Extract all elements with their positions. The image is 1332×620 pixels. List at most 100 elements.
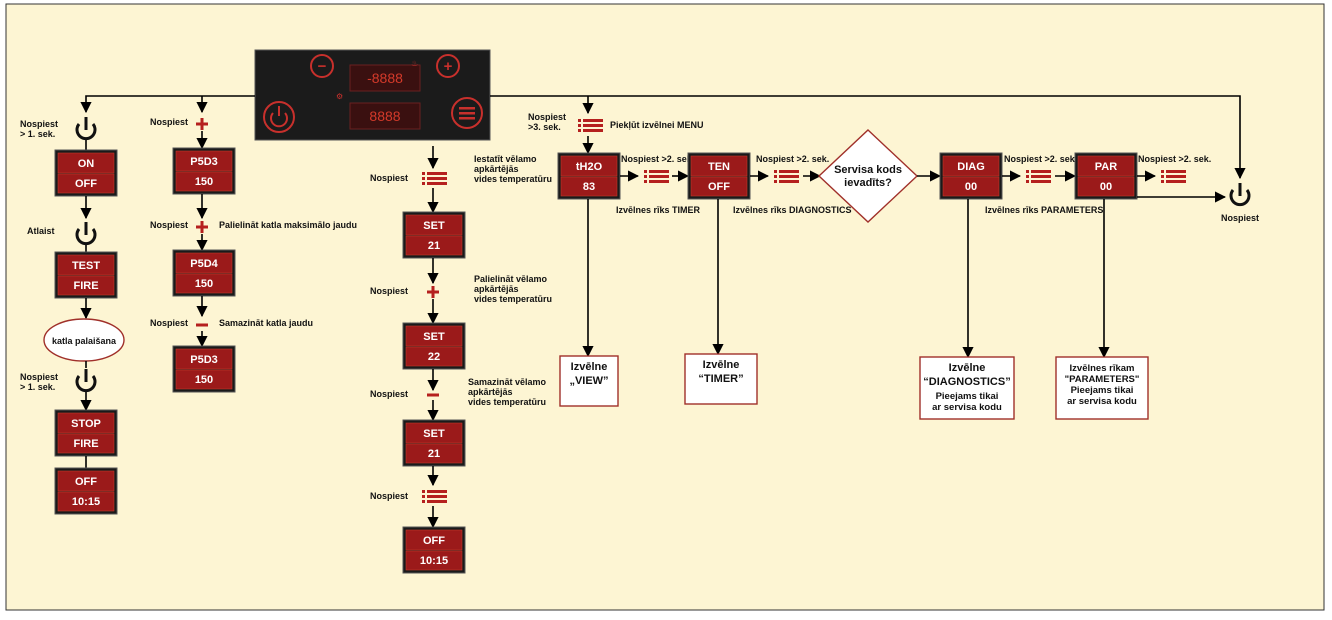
diagram-background <box>5 3 1325 611</box>
col1-press-label-line: Nospiest <box>20 119 58 129</box>
col1-display-stop: STOP FIRE <box>54 409 118 457</box>
col2-plus-icon-2 <box>196 221 208 233</box>
box-parameters-line: Izvēlnes rīkam <box>1070 363 1135 374</box>
col3-display-off-bottom: 10:15 <box>420 555 448 567</box>
col3-menu-icon-1 <box>422 172 447 185</box>
box-view-line: „VIEW” <box>569 375 608 387</box>
panel-display-bottom-value: 8888 <box>369 108 400 124</box>
menu-display-diag: DIAG 00 <box>939 152 1003 200</box>
col1-display-off-top: OFF <box>75 476 97 488</box>
col1-press2-label-line: Nospiest <box>20 372 58 382</box>
box-diagnostics-line: “DIAGNOSTICS” <box>923 376 1010 388</box>
col3-display-set-22: SET 22 <box>402 322 466 370</box>
col3-inc-text-line: vides temperatūru <box>474 294 552 304</box>
menu-press-a-label: Nospiest >2. sek. <box>621 154 694 164</box>
col1-display-test: TEST FIRE <box>54 251 118 299</box>
col2-display-3-top: P5D3 <box>190 354 218 366</box>
panel-minus-symbol: − <box>318 58 327 75</box>
box-diagnostics-line: Izvēlne <box>949 362 986 374</box>
col1-display-stop-top: STOP <box>71 418 101 430</box>
menu-power-icon <box>1229 183 1251 207</box>
col1-display-stop-bottom: FIRE <box>73 438 98 450</box>
box-parameters-line: "PARAMETERS" <box>1065 374 1140 385</box>
col1-display-test-top: TEST <box>72 260 100 272</box>
menu-display-th2o-top: tH2O <box>576 161 603 173</box>
menu-display-par-bottom: 00 <box>1100 181 1112 193</box>
col1-power-icon-1 <box>75 117 97 141</box>
col3-menu-icon-2 <box>422 490 447 503</box>
panel-power-icon <box>270 112 288 128</box>
menu-display-ten: TEN OFF <box>687 152 751 200</box>
menu-menu-icon-c <box>1026 170 1051 183</box>
col3-inc-text-line: Palielināt vēlamo <box>474 274 548 284</box>
col3-display-set-22-bottom: 22 <box>428 351 440 363</box>
col1-press-label-line: > 1. sek. <box>20 129 55 139</box>
control-panel: − + -8888 8888 ⚙ ♨ <box>254 49 491 141</box>
menu-display-ten-bottom: OFF <box>708 181 730 193</box>
menu-menu-icon-b <box>774 170 799 183</box>
menu-display-diag-bottom: 00 <box>965 181 977 193</box>
menu-timer-tool-label: Izvēlnes rīks TIMER <box>616 205 701 215</box>
col3-press2-label: Nospiest <box>370 286 408 296</box>
panel-display-top-value: -8888 <box>367 70 403 86</box>
menu-display-par-top: PAR <box>1095 161 1117 173</box>
box-parameters-line: ar servisa kodu <box>1067 396 1137 407</box>
col2-press-label: Nospiest <box>150 117 188 127</box>
col3-dec-text-line: apkārtējās <box>468 387 513 397</box>
col2-display-1: P5D3 150 <box>172 147 236 195</box>
decision-diamond <box>817 129 919 223</box>
menu-menu-icon-d <box>1161 170 1186 183</box>
panel-display-top <box>349 64 421 92</box>
box-timer: Izvēlne“TIMER” <box>684 353 758 405</box>
menu-power-press-label: Nospiest <box>1221 213 1259 223</box>
col1-display-off: OFF 10:15 <box>54 467 118 515</box>
col3-display-off-top: OFF <box>423 535 445 547</box>
panel-minus-button[interactable] <box>310 54 334 78</box>
col2-inc-text: Palielināt katla maksimālo jaudu <box>219 220 357 230</box>
panel-plus-button[interactable] <box>436 54 460 78</box>
box-diagnostics-line: Pieejams tikai <box>936 391 999 402</box>
col2-display-1-bottom: 150 <box>195 176 213 188</box>
decision-label-line: ievadīts? <box>844 177 892 189</box>
panel-menu-button[interactable] <box>451 97 483 129</box>
col1-power-icon-2 <box>75 222 97 246</box>
menu-press-label-line: Nospiest <box>528 112 566 122</box>
col3-display-set-22-top: SET <box>423 331 445 343</box>
box-parameters-line: Pieejams tikai <box>1071 385 1134 396</box>
col3-press4-label: Nospiest <box>370 491 408 501</box>
menu-display-th2o-bottom: 83 <box>583 181 595 193</box>
menu-press-label-line: >3. sek. <box>528 122 561 132</box>
menu-access-label: Piekļūt izvēlnei MENU <box>610 120 704 130</box>
box-view-line: Izvēlne <box>571 361 608 373</box>
decision-label-line: Servisa kods <box>834 164 902 176</box>
col3-set-text-line: apkārtējās <box>474 164 519 174</box>
panel-connectors <box>80 95 1246 180</box>
ignition-ellipse <box>43 318 125 362</box>
panel-flame-icon: ♨ <box>411 59 418 68</box>
col2-plus-icon-1 <box>196 118 208 130</box>
col2-inc-press-label: Nospiest <box>150 220 188 230</box>
panel-small-icon: ⚙ <box>336 92 343 101</box>
col1-display-off-bottom: 10:15 <box>72 496 100 508</box>
menu-press-c-label: Nospiest >2. sek. <box>1004 154 1077 164</box>
menu-press-d-label: Nospiest >2. sek. <box>1138 154 1211 164</box>
col2-display-1-top: P5D3 <box>190 156 218 168</box>
col3-display-set-21b-top: SET <box>423 428 445 440</box>
col2-minus-icon <box>196 323 208 327</box>
panel-display-bottom <box>349 102 421 130</box>
col3-display-off: OFF 10:15 <box>402 526 466 574</box>
box-diagnostics-line: ar servisa kodu <box>932 402 1002 413</box>
panel-power-button[interactable] <box>263 101 295 133</box>
col3-press3-label: Nospiest <box>370 389 408 399</box>
menu-menu-icon-a <box>644 170 669 183</box>
menu-display-diag-top: DIAG <box>957 161 985 173</box>
ignition-label: katla palaišana <box>52 336 117 346</box>
menu-display-ten-top: TEN <box>708 161 730 173</box>
col1-display-test-bottom: FIRE <box>73 280 98 292</box>
col1-display-on-bottom: OFF <box>75 178 97 190</box>
menu-menu-icon <box>578 119 603 132</box>
box-parameters: Izvēlnes rīkam"PARAMETERS"Pieejams tikai… <box>1055 356 1149 420</box>
